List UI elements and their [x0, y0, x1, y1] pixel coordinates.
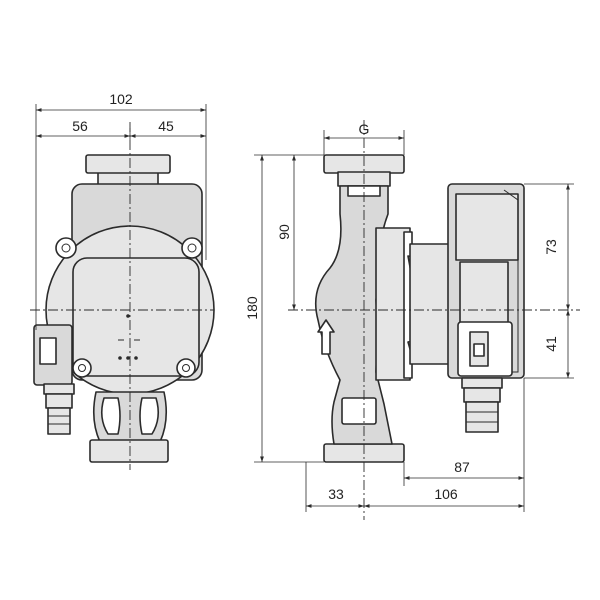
dim-left-offset: 33 [328, 486, 344, 502]
dim-top-to-axis: 90 [276, 224, 292, 240]
dim-lower-head: 41 [543, 336, 559, 352]
front-top-flange [85, 154, 171, 187]
dim-axis-to-head: 87 [454, 459, 470, 475]
side-view: G 90 180 73 41 87 33 [244, 120, 580, 520]
side-motor-flange [375, 227, 451, 381]
dim-right-offset: 106 [434, 486, 458, 502]
side-dimensions: G 90 180 73 41 87 33 [244, 121, 574, 512]
led-dot-icon [126, 314, 130, 318]
dim-upper-head: 73 [543, 239, 559, 255]
front-pump-body [89, 391, 169, 463]
flow-arrow-icon [317, 319, 335, 355]
front-connector [33, 324, 75, 435]
front-view: 102 56 45 [30, 91, 215, 470]
dim-total-height: 180 [244, 296, 260, 320]
front-dimensions: 102 56 45 [35, 91, 207, 330]
dim-right-width: 45 [158, 118, 174, 134]
dim-thread: G [359, 121, 370, 137]
side-cable-gland [461, 377, 503, 433]
dim-total-width: 102 [109, 91, 133, 107]
side-motor-head [447, 183, 525, 379]
dim-left-width: 56 [72, 118, 88, 134]
